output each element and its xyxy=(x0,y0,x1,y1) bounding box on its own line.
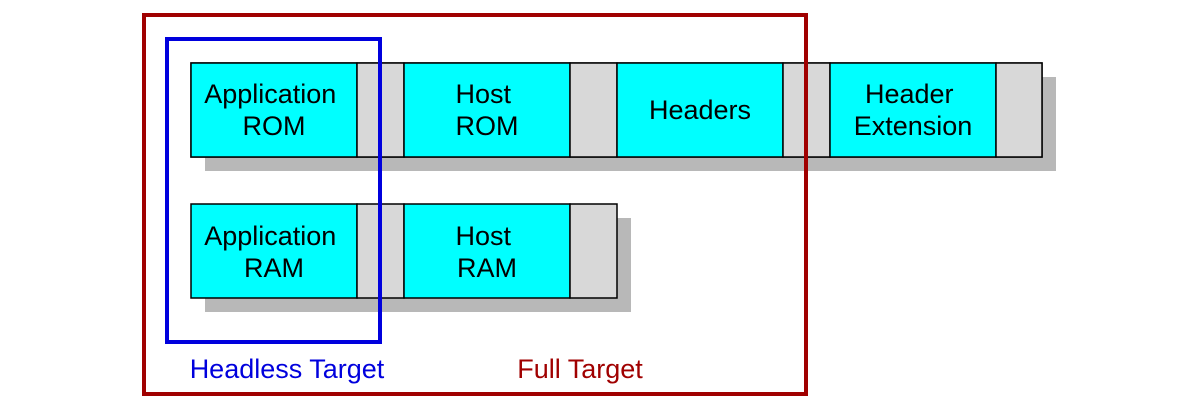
svg-text:Headers: Headers xyxy=(649,95,751,125)
host-rom-line-2: ROM xyxy=(456,111,519,141)
headless-target-frame xyxy=(165,37,382,344)
full-target-frame xyxy=(142,13,808,396)
svg-text:Host RAM: Host RAM xyxy=(455,221,518,283)
application-ram-line-1: Application xyxy=(204,221,336,251)
gap-after-host-ram xyxy=(569,203,618,299)
header-extension-block: Header Extension xyxy=(829,62,997,158)
svg-text:Application RAM: Application RAM xyxy=(204,221,344,283)
application-rom-line-2: ROM xyxy=(243,111,306,141)
host-ram-line-2: RAM xyxy=(457,253,517,283)
ram-row: Application RAM Host RAM xyxy=(190,203,618,299)
svg-text:Application ROM: Application ROM xyxy=(204,79,344,141)
svg-text:Host ROM: Host ROM xyxy=(455,79,518,141)
application-rom-block: Application ROM xyxy=(190,62,358,158)
header-extension-line-2: Extension xyxy=(854,111,973,141)
gap-after-header-extension xyxy=(995,62,1043,158)
headers-block: Headers xyxy=(616,62,784,158)
full-target-label: Full Target xyxy=(517,354,643,384)
rom-row: Application ROM Host ROM Headers Header … xyxy=(190,62,1043,158)
application-ram-line-2: RAM xyxy=(244,253,304,283)
application-rom-line-1: Application xyxy=(204,79,336,109)
headers-line-1: Headers xyxy=(649,95,751,125)
svg-text:Header Extension: Header Extension xyxy=(854,79,973,141)
headless-target-label: Headless Target xyxy=(190,354,385,384)
gap-after-host-rom xyxy=(569,62,618,158)
host-rom-line-1: Host xyxy=(455,79,511,109)
host-rom-block: Host ROM xyxy=(403,62,571,158)
header-extension-line-1: Header xyxy=(865,79,954,109)
host-ram-line-1: Host xyxy=(455,221,511,251)
application-ram-block: Application RAM xyxy=(190,203,358,299)
host-ram-block: Host RAM xyxy=(403,203,571,299)
